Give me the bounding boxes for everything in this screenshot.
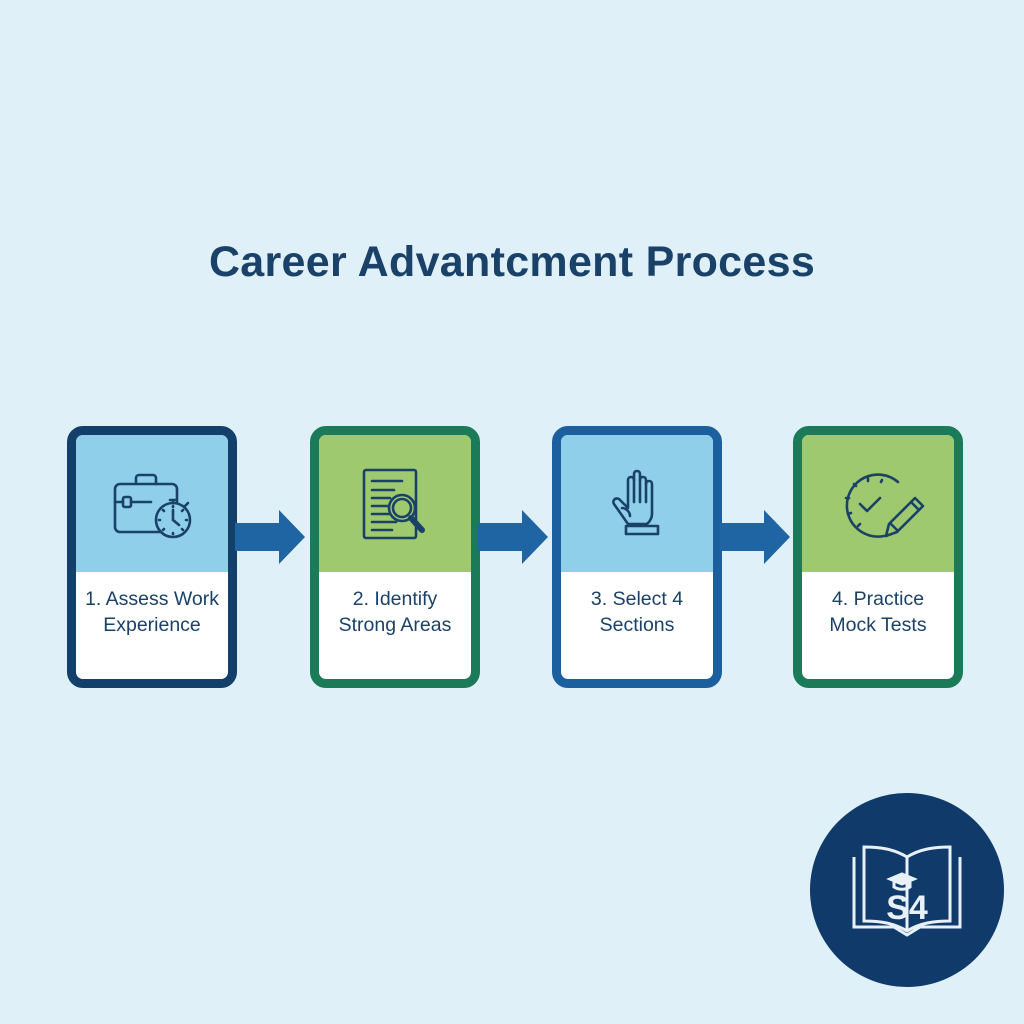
step-3-label-line2: Sections [599,613,675,636]
clock-check-pencil-icon [844,472,925,538]
step-card-3: 3. Select 4 Sections [552,426,722,688]
step-2-label-line2: Strong Areas [338,613,452,636]
arrow-icon [478,510,548,564]
step-card-1: 1. Assess Work Experience [67,426,237,688]
arrow-icon [235,510,305,564]
arrow-icon [720,510,790,564]
step-card-2-header [319,435,471,572]
step-3-label-line1: 3. Select 4 [590,587,684,610]
open-book-logo-icon: S4 [852,845,962,937]
briefcase-stopwatch-icon [113,473,192,538]
document-search-icon [362,468,425,539]
step-card-4-header [802,435,954,572]
step-4-label-line2: Mock Tests [829,613,927,636]
step-card-2: 2. Identify Strong Areas [310,426,480,688]
logo-text: S4 [886,889,928,927]
step-card-4: 4. Practice Mock Tests [793,426,963,688]
raised-hand-icon [612,469,660,535]
step-card-3-header [561,435,713,572]
step-1-label-line1: 1. Assess Work [84,587,219,610]
brand-logo: S4 [810,793,1004,987]
step-card-1-header [76,435,228,572]
step-1-label-line2: Experience [103,613,201,636]
page-title: Career Advantcment Process [208,238,816,286]
step-2-label-line1: 2. Identify [352,587,438,610]
step-4-label-line1: 4. Practice [831,587,925,610]
